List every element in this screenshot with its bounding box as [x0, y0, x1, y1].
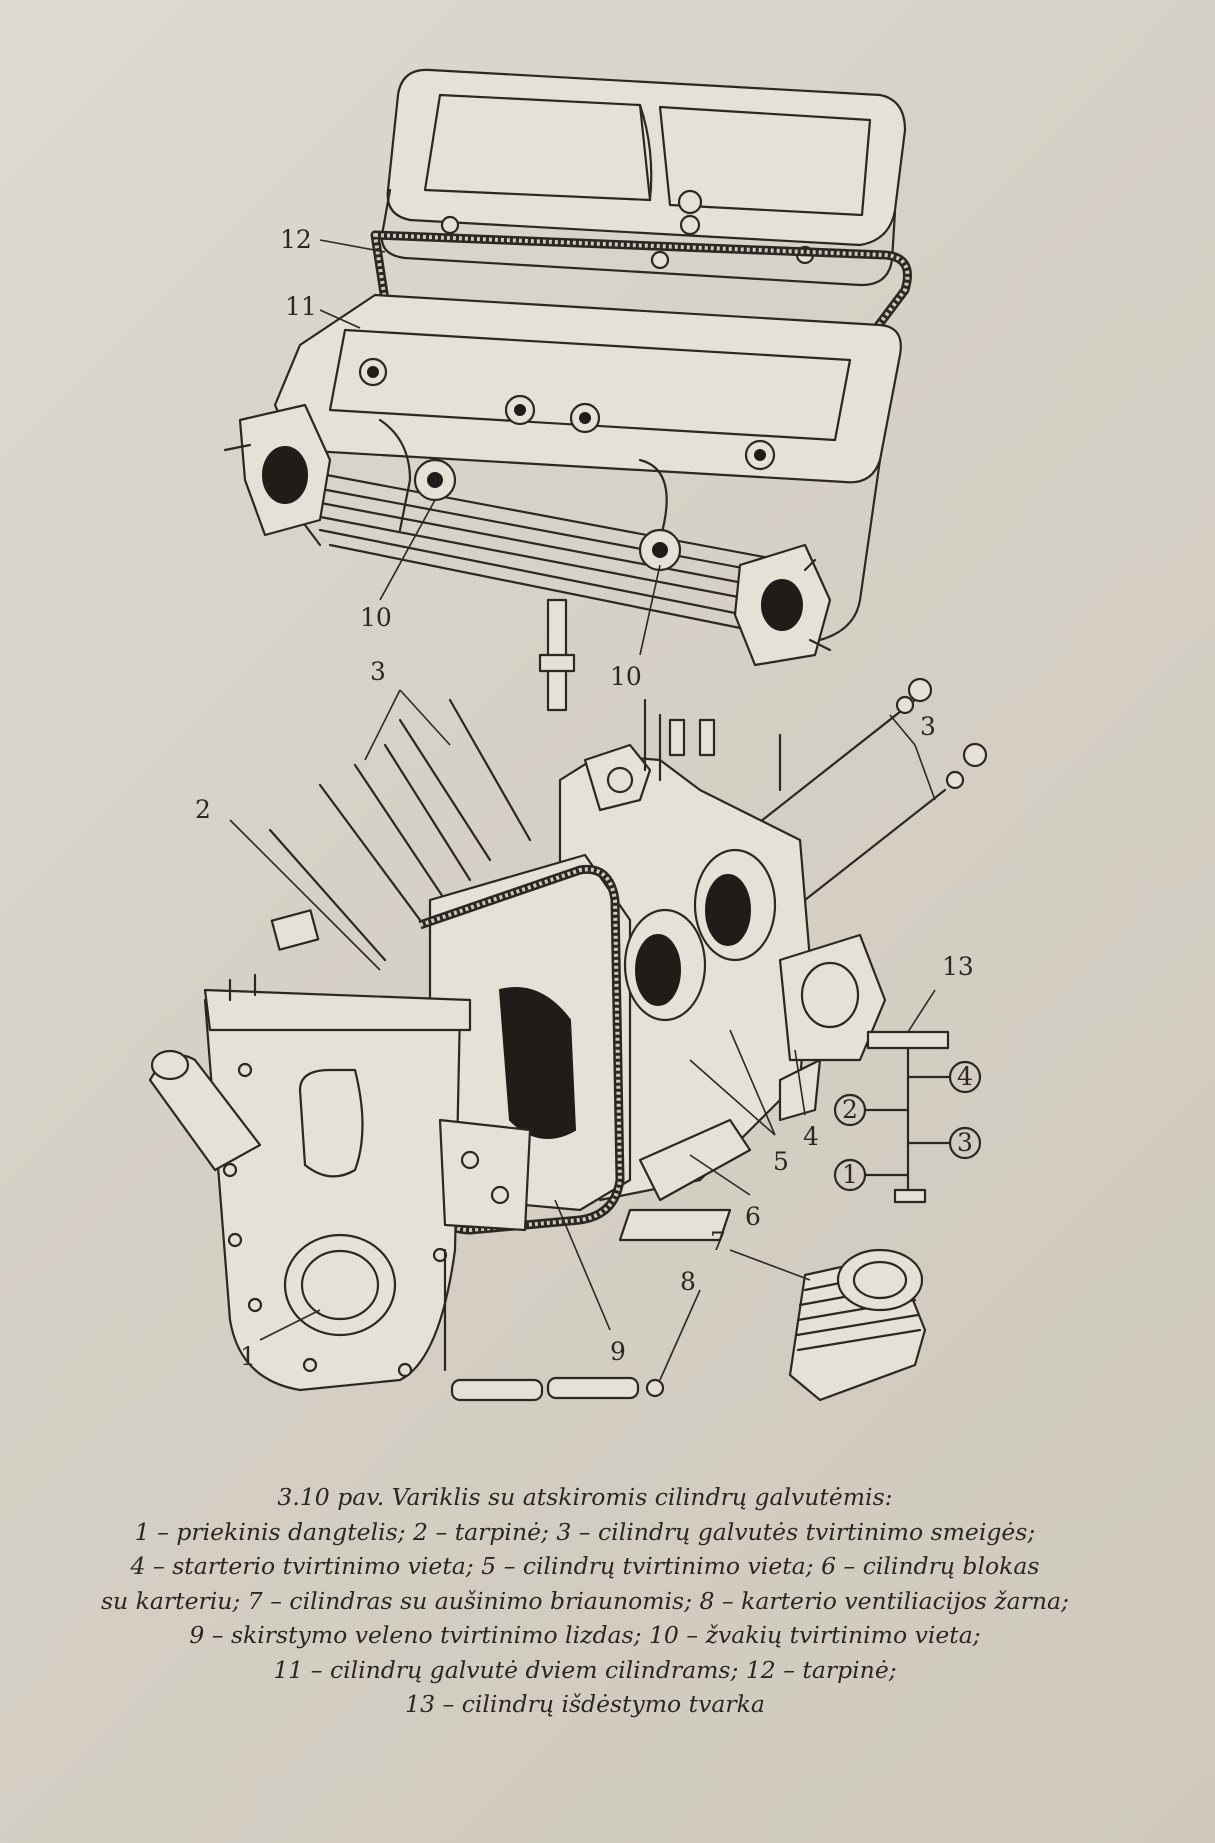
firing-order-label: 3: [957, 1128, 973, 1157]
firing-order-label: 1: [842, 1160, 858, 1189]
firing-order-label: 4: [957, 1062, 973, 1091]
caption-line: su karteriu; 7 – cilindras su aušinimo b…: [101, 1586, 1069, 1615]
caption-title: 3.10 pav. Variklis su atskiromis cilindr…: [277, 1483, 893, 1511]
callout-9: 9: [610, 1337, 626, 1366]
leader-lines: [229, 239, 936, 1381]
callout-13: 13: [942, 952, 974, 981]
distributor-mount: [438, 1118, 532, 1372]
callout-2: 2: [195, 795, 211, 824]
firing-order-label: 2: [842, 1095, 858, 1124]
crankcase-block: [418, 698, 887, 1242]
firing-order-diagram: 4 2 3 1: [833, 1030, 982, 1204]
callout-3: 3: [370, 657, 386, 686]
callout-1: 1: [240, 1342, 256, 1371]
callout-5: 5: [773, 1147, 789, 1176]
callout-6: 6: [745, 1202, 761, 1231]
callout-10: 10: [360, 603, 392, 632]
breather-hose: [450, 1376, 665, 1402]
caption-line: 4 – starterio tvirtinimo vieta; 5 – cili…: [130, 1552, 1040, 1580]
callout-numbers: 1 2 3 3 3 4 5 6 7 8 9 10 10 11 12 13: [195, 225, 974, 1371]
callout-3: 3: [920, 712, 936, 741]
valve-cover: [380, 68, 907, 287]
cylinder-barrel: [788, 1248, 927, 1402]
caption-line: 11 – cilindrų galvutė dviem cilindrams; …: [273, 1655, 897, 1684]
callout-4: 4: [803, 1122, 819, 1151]
callout-11: 11: [285, 292, 317, 321]
caption-line: 13 – cilindrų išdėstymo tvarka: [405, 1690, 765, 1718]
caption-line: 9 – skirstymo veleno tvirtinimo lizdas; …: [189, 1621, 981, 1649]
cylinder-head: [223, 293, 902, 712]
callout-12: 12: [280, 225, 312, 254]
figure-caption: 3.10 pav. Variklis su atskiromis cilindr…: [20, 1480, 1150, 1722]
callout-8: 8: [680, 1267, 696, 1296]
front-cover: [148, 909, 472, 1392]
caption-line: 1 – priekinis dangtelis; 2 – tarpinė; 3 …: [134, 1517, 1036, 1546]
callout-10: 10: [610, 662, 642, 691]
callout-7: 7: [710, 1227, 726, 1256]
